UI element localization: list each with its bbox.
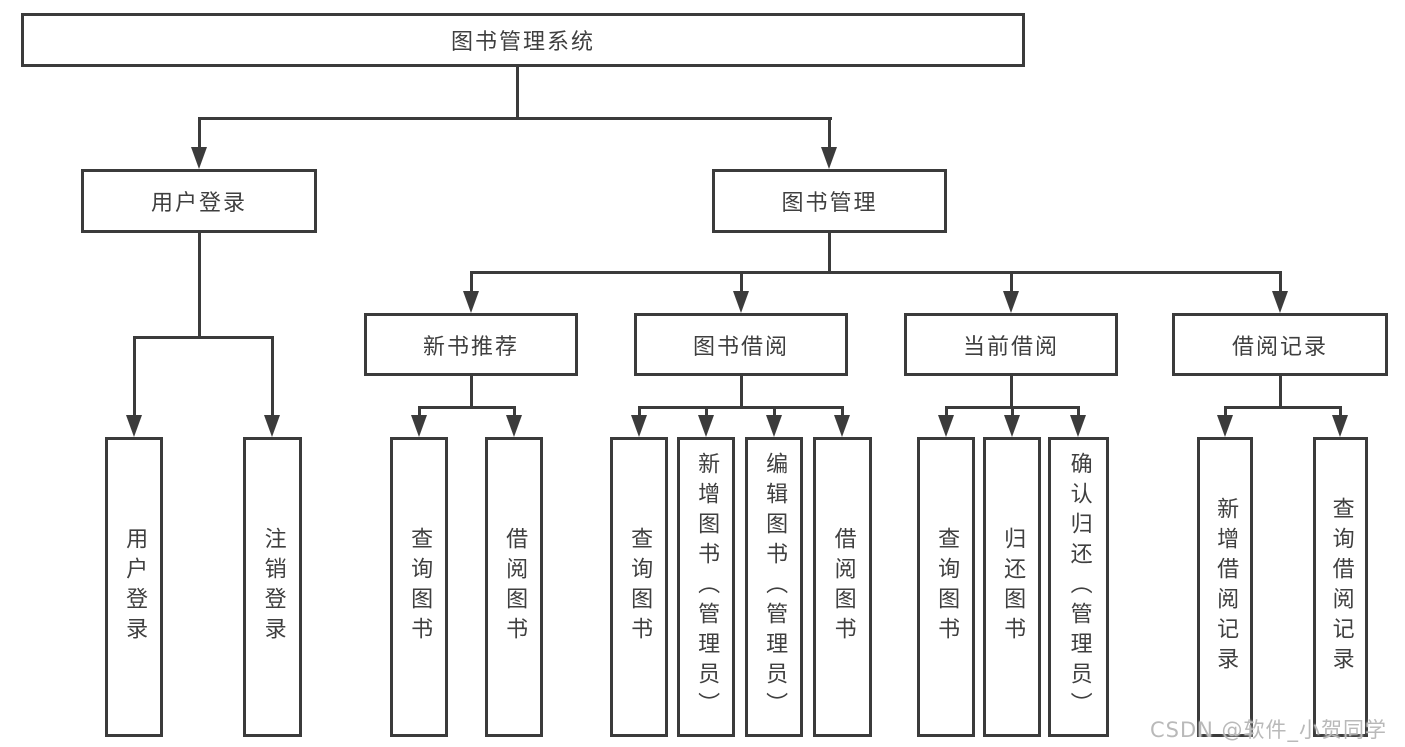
arrowhead-recommend (463, 291, 479, 313)
leaf-query-books-current: 查询图书 (917, 437, 975, 737)
arrowhead-leaf-login (126, 415, 142, 437)
node-label: 当前借阅 (962, 334, 1059, 360)
connector-recommend-stem (470, 376, 473, 406)
leaf-user-login: 用户登录 (105, 437, 163, 737)
arrowhead-borrow (733, 291, 749, 313)
arrowhead-leaf-logout (264, 415, 280, 437)
leaf-confirm-return-admin: 确认归还（管理员） (1048, 437, 1109, 737)
leaf-logout: 注销登录 (243, 437, 302, 737)
connector-leaf-logout-drop (271, 336, 274, 415)
leaf-query-books-recommend: 查询图书 (390, 437, 448, 737)
leaf-query-books-borrow: 查询图书 (610, 437, 668, 737)
leaf-borrow-books: 借阅图书 (813, 437, 872, 737)
connector-root-stem (516, 67, 519, 119)
leaf-add-books-admin: 新增图书（管理员） (677, 437, 735, 737)
node-library-system: 图书管理系统 (21, 13, 1025, 67)
arrowhead (1070, 415, 1086, 437)
connector-drop (841, 406, 844, 415)
connector-user-login-rail (133, 336, 274, 339)
connector-book-mgmt-rail (470, 271, 1282, 274)
arrowhead-user-login (191, 147, 207, 169)
leaf-add-borrow-record: 新增借阅记录 (1197, 437, 1253, 737)
node-new-book-recommend: 新书推荐 (364, 313, 578, 376)
connector-records-rail (1224, 406, 1341, 409)
connector-user-login-stem (198, 233, 201, 336)
arrowhead (1332, 415, 1348, 437)
arrowhead (1217, 415, 1233, 437)
leaf-label: 归还图书 (1000, 527, 1026, 647)
arrowhead (766, 415, 782, 437)
connector-drop (1011, 406, 1014, 415)
arrowhead (1004, 415, 1020, 437)
connector-root-rail (198, 117, 832, 120)
leaf-label: 注销登录 (260, 527, 286, 647)
connector-current-stem (1010, 376, 1013, 406)
arrowhead (506, 415, 522, 437)
arrowhead (698, 415, 714, 437)
leaf-label: 查询借阅记录 (1328, 497, 1354, 677)
leaf-label: 查询图书 (627, 527, 653, 647)
connector-drop (945, 406, 948, 415)
node-book-borrow: 图书借阅 (634, 313, 848, 376)
node-label: 图书借阅 (692, 334, 789, 360)
connector-drop (1339, 406, 1342, 415)
leaf-label: 用户登录 (122, 527, 148, 647)
leaf-label: 借阅图书 (830, 527, 856, 647)
connector-records-stem (1279, 376, 1282, 406)
arrowhead-book-mgmt (821, 147, 837, 169)
connector-drop (638, 406, 641, 415)
leaf-label: 新增借阅记录 (1213, 497, 1239, 677)
connector-current-drop (1010, 271, 1013, 291)
connector-book-mgmt-stem (828, 233, 831, 271)
arrowhead (631, 415, 647, 437)
leaf-label: 查询图书 (934, 527, 960, 647)
leaf-edit-books-admin: 编辑图书（管理员） (745, 437, 803, 737)
arrowhead (938, 415, 954, 437)
connector-book-mgmt-drop (828, 117, 831, 149)
node-label: 图书管理 (781, 191, 878, 216)
connector-drop (418, 406, 421, 415)
connector-drop (1077, 406, 1080, 415)
connector-drop (513, 406, 516, 415)
connector-leaf-login-drop (133, 336, 136, 415)
connector-drop (705, 406, 708, 415)
leaf-label: 借阅图书 (502, 527, 528, 647)
leaf-label: 确认归还（管理员） (1066, 452, 1092, 722)
connector-recommend-rail (418, 406, 516, 409)
arrowhead (411, 415, 427, 437)
connector-borrow-stem (740, 376, 743, 406)
connector-borrow-drop (740, 271, 743, 291)
node-user-login-branch: 用户登录 (81, 169, 317, 233)
connector-drop (773, 406, 776, 415)
arrowhead-current (1003, 291, 1019, 313)
leaf-label: 新增图书（管理员） (694, 452, 720, 722)
leaf-label: 编辑图书（管理员） (762, 452, 788, 722)
connector-recommend-drop (470, 271, 473, 291)
node-current-borrow: 当前借阅 (904, 313, 1118, 376)
connector-borrow-rail (638, 406, 843, 409)
leaf-query-borrow-record: 查询借阅记录 (1313, 437, 1368, 737)
connector-records-drop (1279, 271, 1282, 291)
connector-user-login-drop (198, 117, 201, 149)
leaf-label: 查询图书 (407, 527, 433, 647)
arrowhead-records (1272, 291, 1288, 313)
leaf-borrow-books-recommend: 借阅图书 (485, 437, 543, 737)
connector-drop (1224, 406, 1227, 415)
leaf-return-books: 归还图书 (983, 437, 1041, 737)
node-borrow-records: 借阅记录 (1172, 313, 1388, 376)
node-label: 用户登录 (150, 191, 247, 216)
node-label: 图书管理系统 (450, 30, 595, 55)
csdn-watermark: CSDN @软件_小贺同学 (1150, 718, 1388, 742)
node-book-management: 图书管理 (712, 169, 947, 233)
arrowhead (834, 415, 850, 437)
node-label: 新书推荐 (422, 334, 519, 360)
node-label: 借阅记录 (1231, 334, 1328, 360)
